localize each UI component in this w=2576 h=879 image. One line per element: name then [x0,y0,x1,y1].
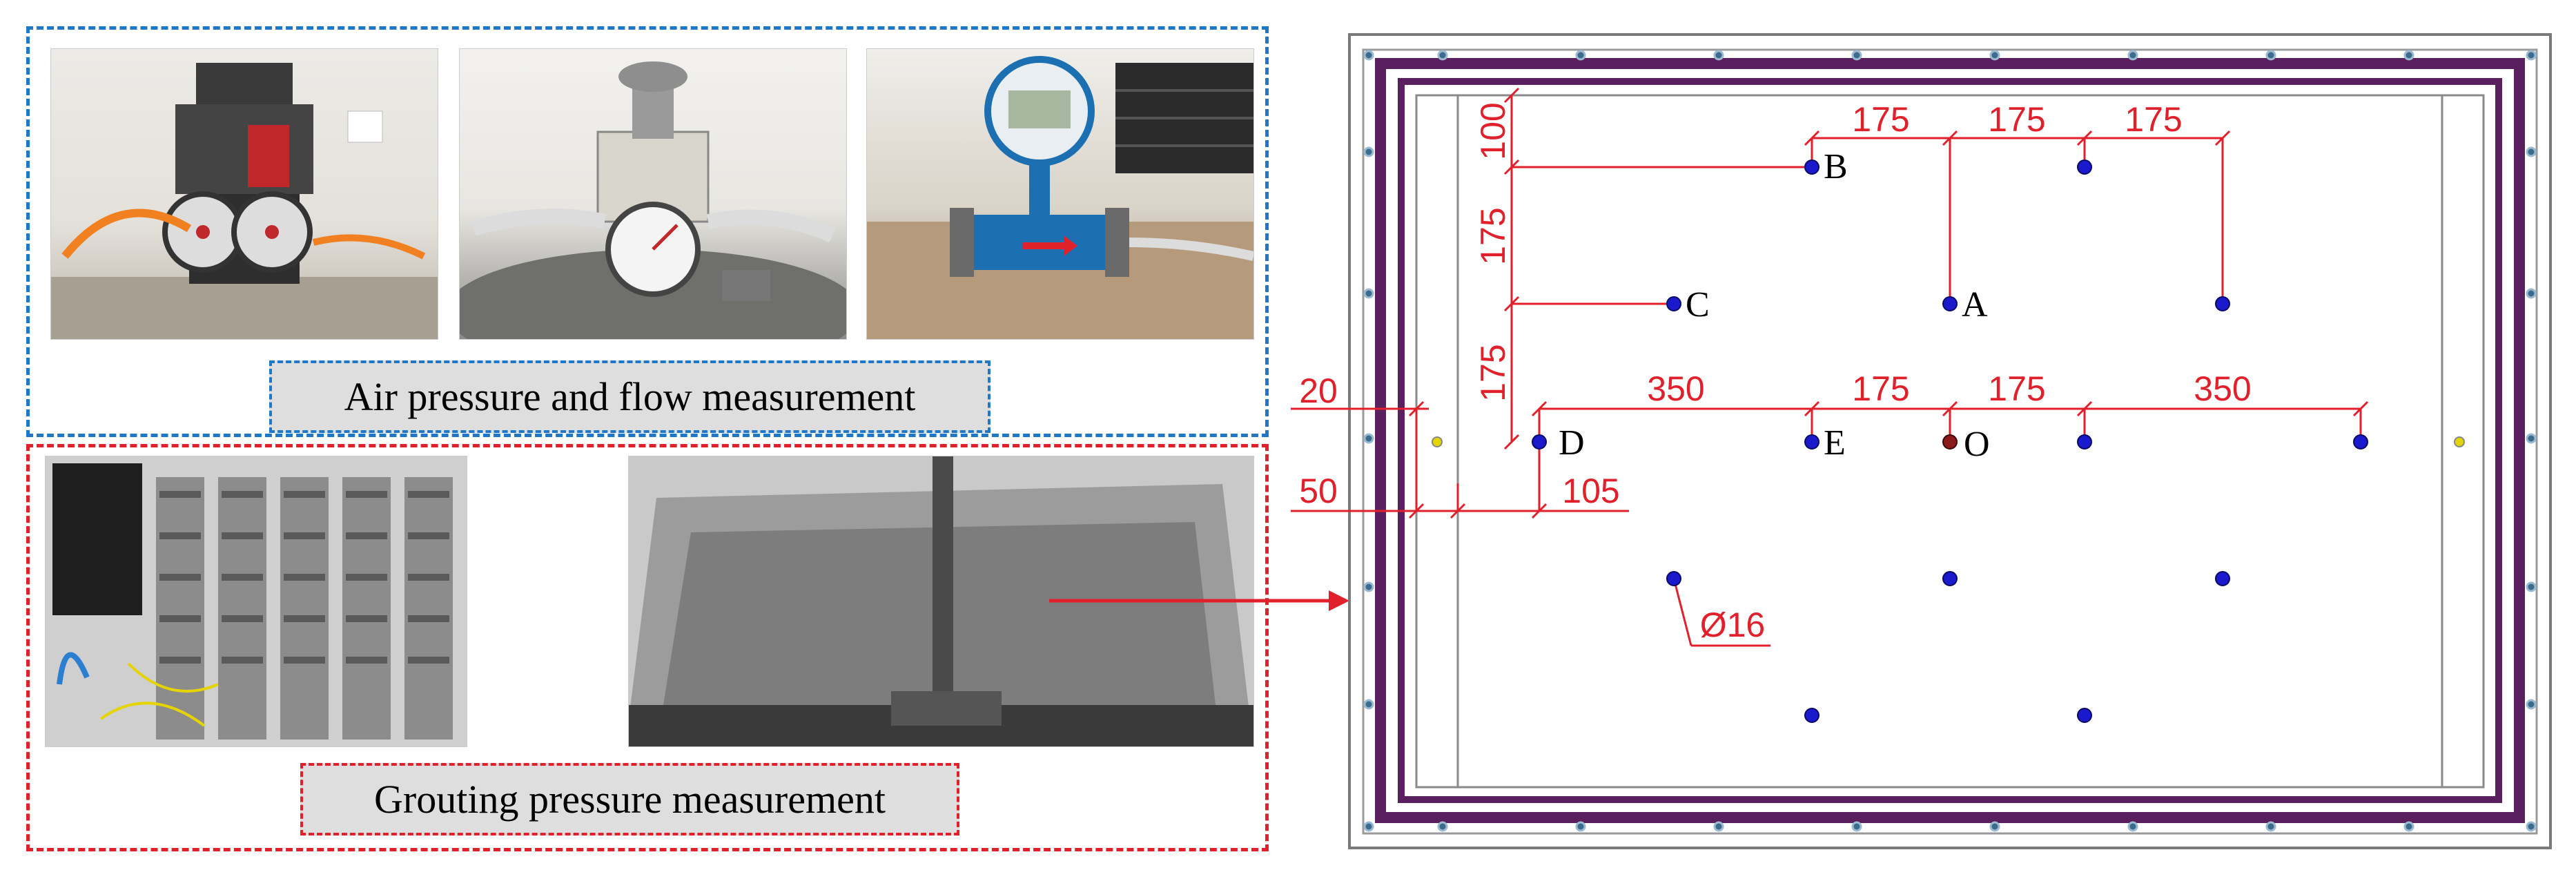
label-D: D [1559,423,1585,463]
point-B [1804,160,1819,175]
dim-175-vertical-1: 175 [1474,207,1512,264]
point-row3-5 [2353,434,2368,450]
point-row4-1 [1666,571,1681,586]
dim-175-top-3: 175 [2125,100,2182,139]
point-E [1804,434,1819,450]
point-C [1666,296,1681,311]
dim-350-left: 350 [1647,369,1704,408]
air-measurement-caption: Air pressure and flow measurement [269,360,991,433]
pressure-regulator-photo [459,48,847,340]
dim-diameter: Ø16 [1700,606,1766,644]
test-box-photo [628,456,1254,747]
point-A [1942,296,1958,311]
point-O [1942,434,1958,450]
dim-100: 100 [1474,102,1512,160]
point-row5-1 [1804,708,1819,723]
label-B: B [1824,147,1848,186]
point-row3-4 [2077,434,2092,450]
dim-175-mid-2: 175 [1988,369,2045,408]
point-top-3 [2077,160,2092,175]
flow-meter-photo [866,48,1254,340]
point-row4-2 [1942,571,1958,586]
measurement-points [1532,160,2368,723]
dim-350-right: 350 [2194,369,2251,408]
grouting-measurement-panel [26,444,1269,851]
point-row4-3 [2215,571,2230,586]
dim-105: 105 [1562,472,1619,510]
dim-175-mid-1: 175 [1852,369,1909,408]
dimension-lines [1291,87,2369,647]
point-row5-2 [2077,708,2092,723]
label-E: E [1824,423,1846,463]
plan-outer-frame [1348,33,2552,849]
grouting-measurement-caption-text: Grouting pressure measurement [374,777,886,822]
label-A: A [1962,285,1988,325]
dim-175-top-1: 175 [1852,100,1909,139]
grouting-measurement-caption: Grouting pressure measurement [300,763,959,835]
data-logger-photo [45,456,467,747]
air-compressor-photo [50,48,438,340]
plan-purple-frame-1 [1375,58,2525,823]
label-C: C [1686,285,1710,325]
left-edge-point [1432,436,1443,447]
dim-20: 20 [1299,371,1338,410]
plan-purple-frame-2 [1398,78,2502,803]
air-measurement-panel [26,26,1269,437]
air-caption-frame [269,360,991,433]
plan-outer-frame-inner [1362,48,2538,835]
perimeter-bolts [1363,50,2537,832]
label-O: O [1964,425,1990,464]
grouting-caption-frame [300,763,959,835]
pointer-arrow-head [1329,590,1349,611]
dim-175-vertical-2: 175 [1474,344,1512,401]
right-edge-point [2454,436,2465,447]
point-mid-4 [2215,296,2230,311]
point-D [1532,434,1547,450]
dim-175-top-2: 175 [1988,100,2045,139]
dim-50: 50 [1299,472,1338,510]
air-measurement-caption-text: Air pressure and flow measurement [344,374,916,419]
